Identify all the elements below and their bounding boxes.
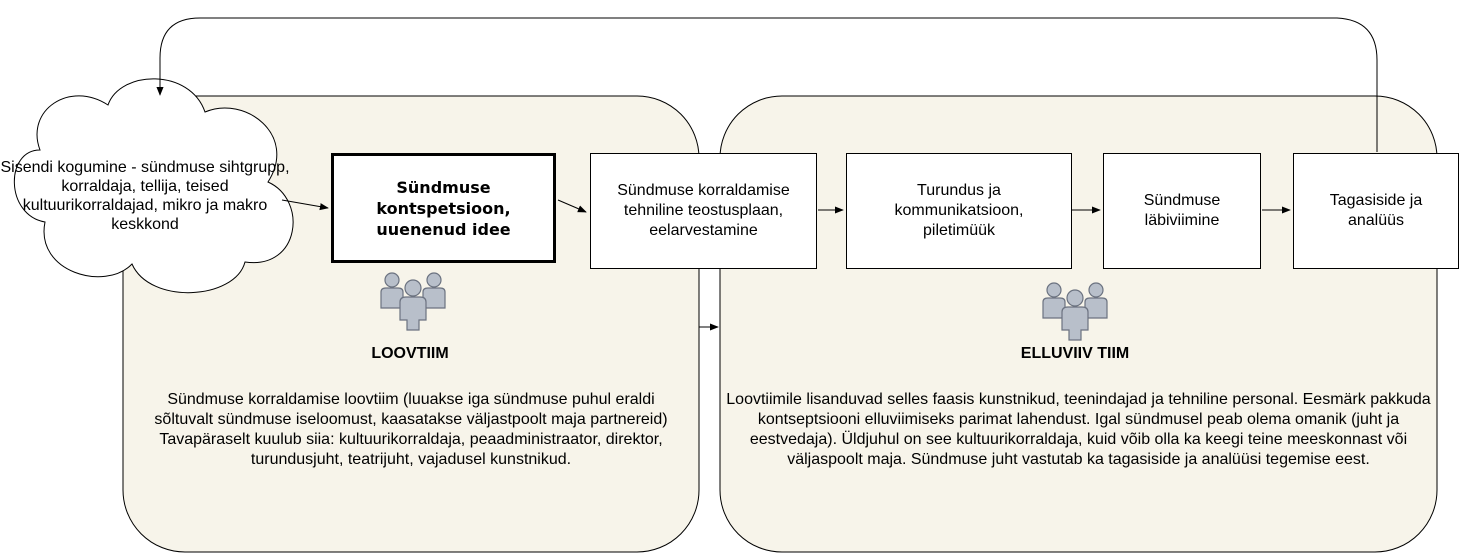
arrow-cloud-to-step1 [281,199,329,211]
people-group-icon [380,272,446,331]
step-feedback: Tagasiside ja analüüs [1293,153,1459,269]
team-title-loovtiim: LOOVTIIM [371,345,449,362]
input-cloud-shape [13,78,294,294]
team-title-elluviiv-tiim: ELLUVIIV TIIM [1020,345,1130,362]
people-group-icon [1042,282,1108,341]
feedback-loop-arrow [156,17,1378,152]
team-description-loovtiim: Sündmuse korraldamise loovtiim (luuakse … [154,391,668,468]
arrow-step1-to-step2 [557,199,587,213]
step-execution: Sündmuse läbiviimine [1103,153,1261,269]
step-concept: Sündmuse kontspetsioon, uuenenud idee [331,153,556,263]
step-marketing: Turundus ja kommunikatsioon, piletimüük [846,153,1072,269]
input-cloud-text: Sisendi kogumine - sündmuse sihtgrupp, k… [0,159,290,233]
step-technical-plan: Sündmuse korraldamise tehniline teostusp… [590,153,817,269]
team-description-elluviiv-tiim: Loovtiimile lisanduvad selles faasis kun… [726,391,1431,468]
